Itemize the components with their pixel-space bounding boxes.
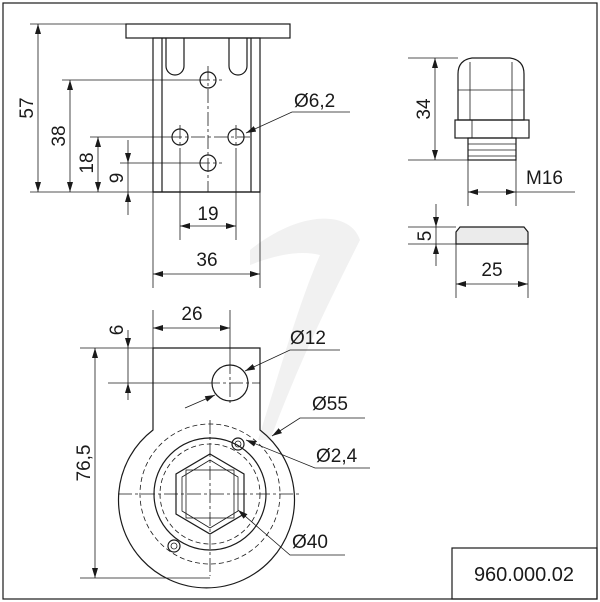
bracket-top-flange [125, 23, 291, 39]
dim-9: 9 [107, 173, 128, 184]
front-screw-top [231, 437, 245, 451]
watermark-logo [250, 218, 360, 440]
cable-gland-view: 34 M16 [408, 57, 575, 206]
front-view: 26 6 76,5 Ø12 Ø55 Ø2,4 Ø40 [74, 304, 370, 589]
dim-25: 25 [481, 260, 502, 281]
dim-34: 34 [414, 98, 435, 120]
dim-40: Ø40 [292, 532, 328, 553]
dim-19: 19 [197, 204, 218, 225]
dim-26: 26 [181, 304, 202, 325]
gland-cap [457, 57, 525, 121]
nut-body [455, 226, 529, 245]
dim-57: 57 [17, 97, 38, 118]
dim-38: 38 [49, 125, 70, 146]
dim-36: 36 [196, 250, 217, 271]
front-screw-bottom [167, 539, 181, 553]
title-block: 960.000.02 [451, 547, 598, 600]
side-view: 57 38 18 9 19 36 Ø6,2 [17, 23, 350, 288]
dim-hole-12: Ø12 [290, 328, 326, 349]
dim-5: 5 [415, 231, 436, 242]
dim-m16: M16 [526, 168, 563, 189]
front-bracket-outline [117, 347, 296, 589]
dim-18: 18 [77, 152, 98, 173]
dim-hole-6-2: Ø6,2 [294, 91, 335, 112]
dim-76-5: 76,5 [74, 445, 95, 482]
dim-55: Ø55 [312, 394, 348, 415]
gland-hex [454, 119, 530, 139]
front-hex-nut [175, 453, 245, 535]
dim-6: 6 [107, 325, 128, 336]
slot-right [228, 38, 248, 76]
nut-view: 5 25 [408, 204, 529, 298]
dim-hole-2-4: Ø2,4 [316, 446, 358, 467]
part-number: 960.000.02 [474, 564, 574, 586]
bracket-body [152, 37, 261, 193]
slot-left [165, 38, 185, 76]
gland-thread [467, 137, 517, 161]
